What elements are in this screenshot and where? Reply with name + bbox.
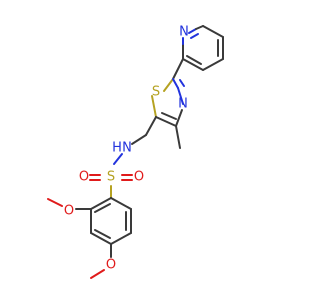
bond <box>188 28 197 34</box>
bond <box>202 58 224 71</box>
atom-label-n-sulfonamide: N <box>122 141 132 156</box>
bond <box>177 87 184 105</box>
atom-label-n-thiazole: N <box>178 97 188 112</box>
bond <box>172 78 179 89</box>
bond <box>90 232 112 245</box>
benzene-ring <box>90 197 132 245</box>
bond <box>190 33 199 39</box>
bond <box>172 58 184 80</box>
atom-label-o-methoxy-upper: O <box>64 204 74 219</box>
bond <box>202 25 224 38</box>
bond <box>182 58 204 71</box>
bond <box>94 229 111 239</box>
bond <box>155 116 177 127</box>
bond <box>195 25 204 30</box>
atom-label-o-methoxy-lower: O <box>106 258 116 273</box>
bond <box>163 78 174 92</box>
bond <box>131 134 147 145</box>
atom-label-o-sulfonyl-left: O <box>79 170 89 185</box>
bond <box>90 197 112 210</box>
methyl-bond <box>175 125 181 149</box>
bond <box>186 55 202 65</box>
thiazole-ring <box>151 78 185 127</box>
atom-label-o-sulfonyl-right: O <box>134 170 144 185</box>
bond <box>145 116 157 136</box>
atom-label-s-sulfonyl: S <box>107 170 115 185</box>
bond <box>94 203 111 213</box>
bond <box>47 198 63 207</box>
bond <box>110 197 132 210</box>
bond <box>90 269 105 279</box>
bond <box>110 232 132 245</box>
bond <box>175 109 183 127</box>
atom-label-n-pyridine: N <box>179 25 189 40</box>
pyridine-ring <box>182 25 224 71</box>
bond <box>113 153 123 165</box>
molecule-diagram: N N S H N S O O O O <box>47 25 224 279</box>
atom-label-h-sulfonamide: H <box>112 141 122 156</box>
atom-label-s-thiazole: S <box>152 85 160 100</box>
bond <box>151 95 157 118</box>
bond <box>179 79 185 87</box>
molecule-structure: N N S H N S O O O O <box>47 25 224 279</box>
bond <box>161 112 177 120</box>
